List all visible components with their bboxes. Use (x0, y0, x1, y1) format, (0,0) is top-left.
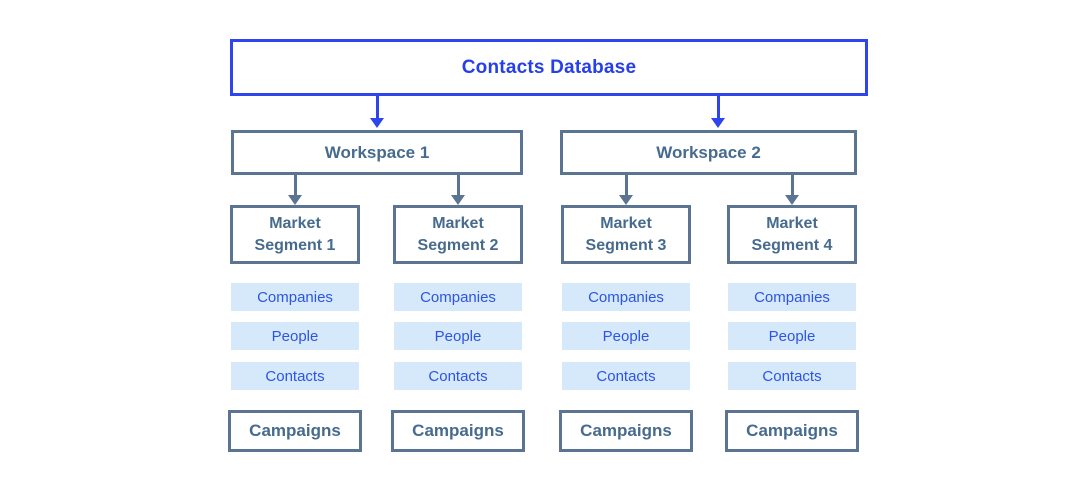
list-item-label: People (434, 327, 482, 345)
arrow-stem (790, 175, 794, 195)
list-item-companies: Companies (562, 283, 690, 311)
list-item-label: Companies (754, 288, 830, 306)
connector-arrow-workspace2-to-segment-4 (785, 175, 799, 205)
arrow-stem (293, 175, 297, 195)
list-item-contacts: Contacts (562, 362, 690, 390)
campaigns-label: Campaigns (580, 421, 672, 440)
list-item-people: People (728, 322, 856, 350)
arrow-stem (375, 96, 379, 118)
list-item-contacts: Contacts (728, 362, 856, 390)
arrow-stem (716, 96, 720, 118)
list-item-people: People (394, 322, 522, 350)
arrow-head-down-icon (785, 195, 799, 205)
connector-arrow-workspace1-to-segment-2 (451, 175, 465, 205)
campaigns-label: Campaigns (249, 421, 341, 440)
list-item-label: People (271, 327, 319, 345)
market-segment-4-box: Market Segment 4 (727, 205, 857, 264)
connector-arrow-workspace1-to-segment-1 (288, 175, 302, 205)
list-item-label: Contacts (762, 367, 822, 385)
campaigns-box: Campaigns (228, 410, 362, 452)
list-item-label: Contacts (265, 367, 325, 385)
campaigns-label: Campaigns (412, 421, 504, 440)
list-item-contacts: Contacts (394, 362, 522, 390)
arrow-stem (456, 175, 460, 195)
campaigns-box: Campaigns (391, 410, 525, 452)
arrow-stem (624, 175, 628, 195)
market-segment-3-box: Market Segment 3 (561, 205, 691, 264)
contacts-database-label: Contacts Database (461, 56, 637, 78)
arrow-head-down-icon (711, 118, 725, 128)
connector-arrow-workspace2-to-segment-3 (619, 175, 633, 205)
list-item-label: Contacts (428, 367, 488, 385)
workspace-2-label: Workspace 2 (656, 142, 761, 162)
market-segment-1-label: Market Segment 1 (254, 214, 336, 254)
market-segment-2-box: Market Segment 2 (393, 205, 523, 264)
market-segment-2-label: Market Segment 2 (417, 214, 499, 254)
workspace-1-box: Workspace 1 (231, 130, 523, 175)
list-item-label: People (602, 327, 650, 345)
contacts-database-box: Contacts Database (230, 39, 868, 96)
workspace-2-box: Workspace 2 (560, 130, 857, 175)
list-item-companies: Companies (394, 283, 522, 311)
list-item-label: Companies (420, 288, 496, 306)
list-item-companies: Companies (728, 283, 856, 311)
arrow-head-down-icon (619, 195, 633, 205)
arrow-head-down-icon (451, 195, 465, 205)
campaigns-box: Campaigns (559, 410, 693, 452)
connector-arrow-root-to-workspace-2 (711, 96, 725, 128)
list-item-contacts: Contacts (231, 362, 359, 390)
list-item-label: Contacts (596, 367, 656, 385)
market-segment-4-label: Market Segment 4 (751, 214, 833, 254)
campaigns-box: Campaigns (725, 410, 859, 452)
market-segment-1-box: Market Segment 1 (230, 205, 360, 264)
arrow-head-down-icon (370, 118, 384, 128)
list-item-people: People (562, 322, 690, 350)
connector-arrow-root-to-workspace-1 (370, 96, 384, 128)
list-item-label: Companies (257, 288, 333, 306)
workspace-1-label: Workspace 1 (324, 142, 430, 162)
arrow-head-down-icon (288, 195, 302, 205)
market-segment-3-label: Market Segment 3 (585, 214, 667, 254)
list-item-label: People (768, 327, 816, 345)
list-item-people: People (231, 322, 359, 350)
list-item-companies: Companies (231, 283, 359, 311)
list-item-label: Companies (588, 288, 664, 306)
campaigns-label: Campaigns (746, 421, 838, 440)
